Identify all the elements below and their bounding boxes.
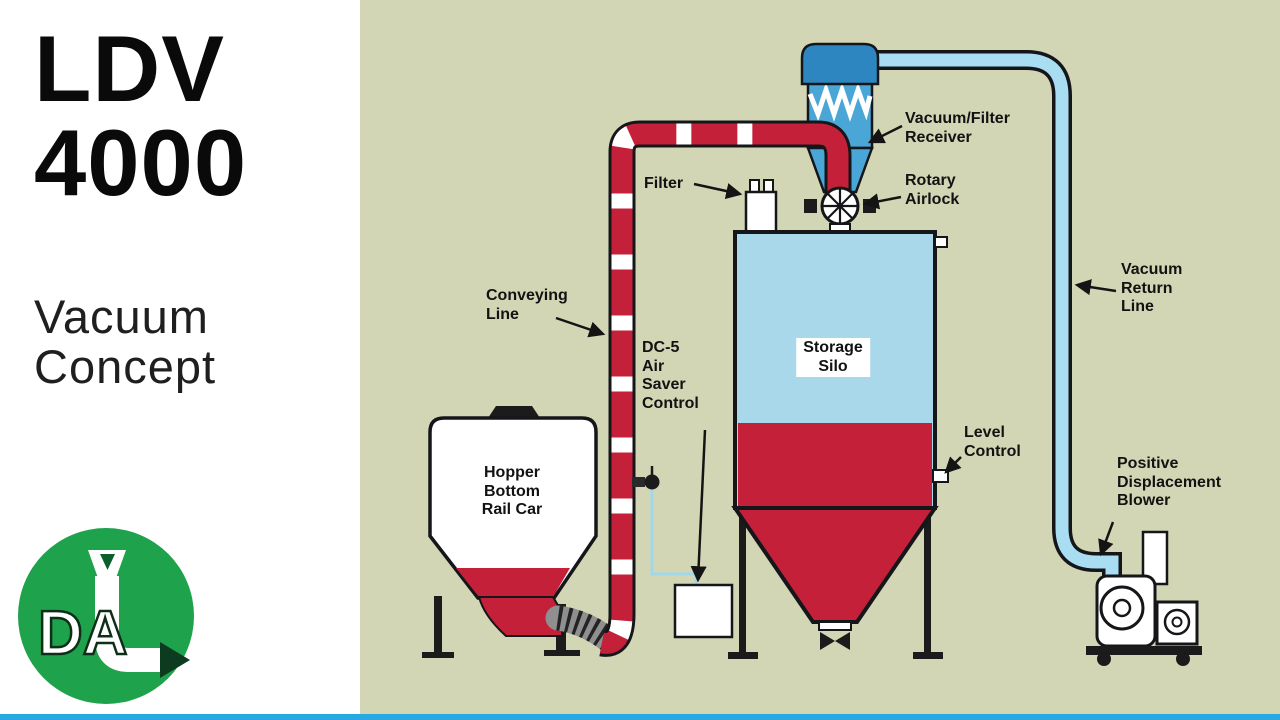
dc5-air-saver-control: [632, 466, 734, 639]
rotary-airlock: [804, 186, 876, 235]
silo-vent-filter: [744, 190, 778, 236]
arrow-to-filter: [693, 182, 743, 200]
arrow-to-receiver: [867, 124, 903, 144]
logo-pipe-shape: [95, 576, 164, 672]
logo-down-arrow-icon: [100, 554, 115, 570]
label-conveying-line: Conveying Line: [486, 287, 568, 323]
logo-right-arrow-icon: [160, 642, 190, 678]
level-control-sensor: [932, 469, 949, 483]
storage-silo: [728, 179, 949, 659]
silo-discharge-valve: [820, 632, 835, 650]
arrow-to-dc5-box: [690, 429, 707, 583]
left-panel: LDV 4000 Vacuum Concept DA: [0, 0, 360, 720]
receiver-top-cap: [800, 42, 880, 86]
dc5-control-box: [673, 583, 734, 639]
company-logo: DA: [18, 528, 194, 704]
silo-material: [738, 423, 932, 506]
dc5-control-tube: [650, 489, 698, 585]
page-title: LDV 4000: [34, 16, 248, 215]
label-storage-silo: Storage Silo: [796, 338, 870, 378]
arrow-to-blower: [1098, 521, 1115, 557]
dc5-valve: [644, 474, 660, 490]
conveying-line-pipe: [599, 120, 852, 657]
page-subtitle: Vacuum Concept: [34, 290, 217, 394]
receiver-filter-elements: [807, 82, 873, 122]
arrow-to-airlock: [862, 193, 902, 210]
positive-displacement-blower: [1086, 530, 1202, 666]
railcar-lid: [488, 406, 540, 418]
label-vacuum-return-line: Vacuum Return Line: [1121, 261, 1183, 316]
silo-cone: [731, 506, 939, 624]
arrow-to-conveying-line: [555, 316, 606, 338]
diagram-panel: Vacuum/Filter Receiver Filter Rotary Air…: [360, 0, 1280, 720]
blower-base: [1086, 646, 1202, 655]
logo-letters: DA: [38, 599, 128, 668]
bottom-accent-bar: [0, 714, 1280, 720]
vacuum-return-line-pipe: [855, 50, 1122, 588]
arrow-to-level-control: [944, 456, 962, 474]
railcar-body: [428, 416, 598, 600]
label-arrows: [555, 124, 1117, 583]
label-level-control: Level Control: [964, 424, 1021, 460]
label-positive-displacement-blower: Positive Displacement Blower: [1117, 455, 1222, 510]
label-hopper-bottom-rail-car: Hopper Bottom Rail Car: [481, 464, 543, 519]
label-dc5-air-saver-control: DC-5 Air Saver Control: [642, 339, 699, 413]
label-filter: Filter: [644, 175, 684, 192]
arrow-to-return-line: [1074, 279, 1117, 296]
label-rotary-airlock: Rotary Airlock: [905, 172, 960, 208]
label-vacuum-filter-receiver: Vacuum/Filter Receiver: [905, 110, 1010, 146]
diagram-graphic: [422, 42, 1202, 666]
railcar-material: [456, 568, 570, 597]
silo-top-fitting: [934, 236, 948, 248]
